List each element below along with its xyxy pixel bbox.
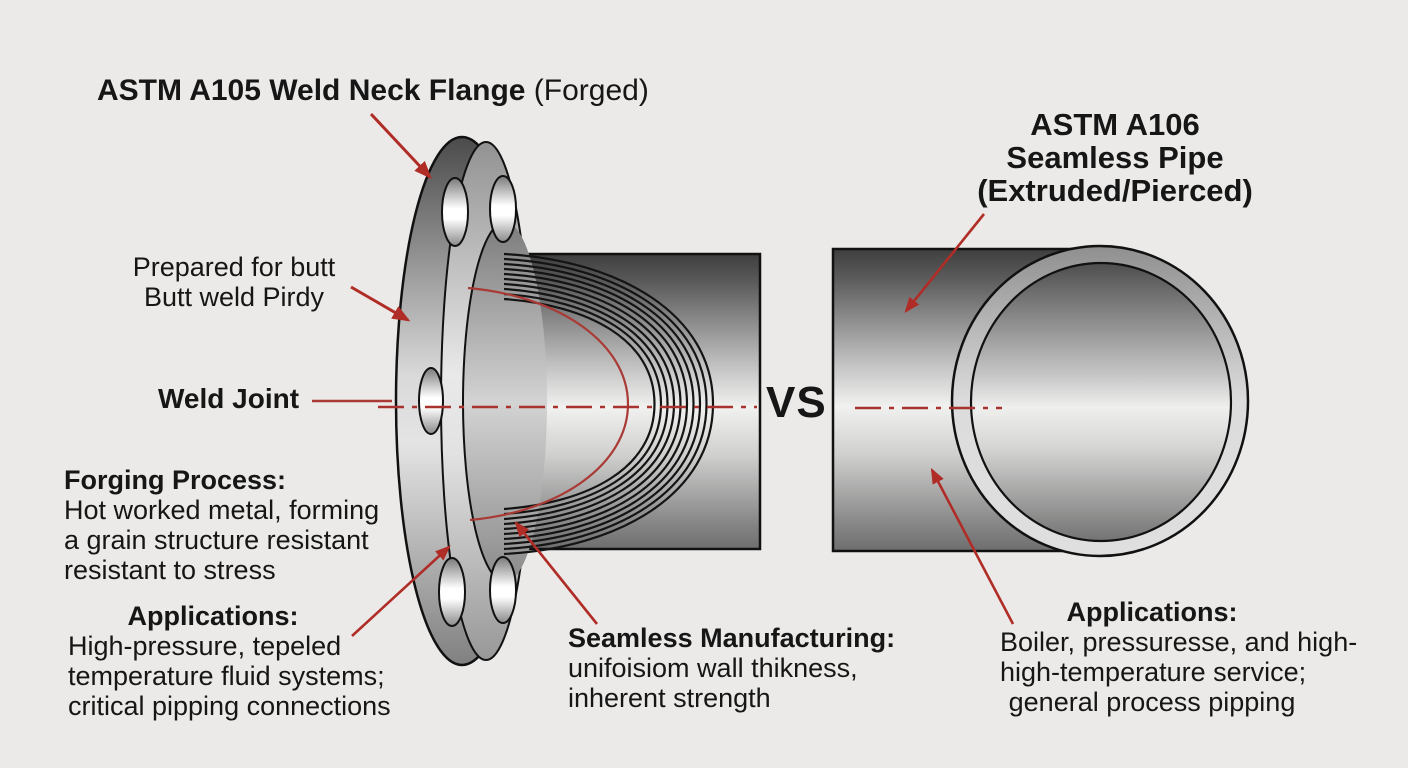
seamless-pipe	[831, 244, 1250, 558]
bolt-hole	[438, 557, 466, 627]
left-title: ASTM A105 Weld Neck Flange (Forged)	[97, 74, 649, 108]
bolt-hole	[418, 367, 444, 435]
applications-left-line2: temperature fluid systems;	[68, 661, 385, 691]
applications-left-block: Applications: High-pressure, tepeled tem…	[52, 601, 391, 721]
seamless-manufacturing-block: Seamless Manufacturing: unifoisiom wall …	[568, 623, 895, 713]
applications-left-lines: High-pressure, tepeled temperature fluid…	[52, 631, 391, 721]
seamless-line1: unifoisiom wall thikness,	[568, 653, 858, 683]
flange-hub-edge	[462, 221, 506, 583]
applications-right-heading: Applications:	[1066, 597, 1238, 627]
arrow-pipe-title-pointer	[904, 213, 986, 313]
applications-right-line2: high-temperature service;	[1000, 657, 1307, 687]
left-title-main: ASTM A105 Weld Neck Flange	[97, 74, 526, 107]
forging-line1: Hot worked metal, forming	[64, 495, 380, 525]
weld-neck-contours	[503, 252, 715, 556]
centerline	[378, 405, 1002, 410]
weld-neck-flange	[394, 135, 547, 667]
arrow-flange-pointer	[369, 112, 432, 179]
applications-left-heading: Applications:	[127, 601, 299, 631]
arrow-butt-weld-pointer	[350, 285, 411, 322]
arrow-applications-left-pointer	[351, 545, 451, 637]
flange-hub	[463, 222, 547, 582]
forging-line3: resistant to stress	[64, 555, 276, 585]
seamless-line2: inherent strength	[568, 683, 771, 713]
right-title-line3: (Extruded/Pierced)	[977, 173, 1253, 208]
left-title-suffix: (Forged)	[525, 74, 649, 107]
weld-contour-red	[467, 286, 630, 522]
right-title-line1: ASTM A106	[1030, 107, 1200, 142]
weld-joint-label: Weld Joint	[158, 383, 300, 414]
bolt-hole	[489, 556, 517, 624]
butt-weld-note: Prepared for butt Butt weld Pirdy	[124, 252, 344, 312]
arrow-applications-right-pointer	[930, 467, 1015, 625]
arrow-seamless-pointer	[514, 521, 599, 625]
bolt-hole	[489, 175, 517, 243]
applications-right-line3: general process pipping	[1008, 687, 1296, 717]
forging-heading: Forging Process:	[64, 465, 287, 495]
applications-right-line1: Boiler, pressuresse, and high-	[1000, 627, 1358, 657]
applications-right-block: Applications: Boiler, pressuresse, and h…	[1000, 597, 1358, 717]
vs-label: VS	[766, 378, 827, 427]
forging-line2: a grain structure resistant	[64, 525, 369, 555]
butt-weld-note-line2: Butt weld Pirdy	[143, 282, 325, 312]
applications-left-line1: High-pressure, tepeled	[68, 631, 342, 661]
annotation-arrows	[350, 112, 1015, 637]
bolt-hole	[441, 177, 469, 247]
forging-process-block: Forging Process: Hot worked metal, formi…	[64, 465, 379, 585]
applications-left-line3: critical pipping connections	[68, 691, 391, 721]
right-title: ASTM A106 Seamless Pipe (Extruded/Pierce…	[975, 108, 1255, 207]
bolt-holes	[418, 175, 517, 627]
butt-weld-note-line1: Prepared for butt	[132, 252, 336, 282]
right-title-line2: Seamless Pipe	[1006, 140, 1224, 175]
right-pipe-bore	[969, 261, 1233, 543]
seamless-heading: Seamless Manufacturing:	[568, 623, 896, 653]
